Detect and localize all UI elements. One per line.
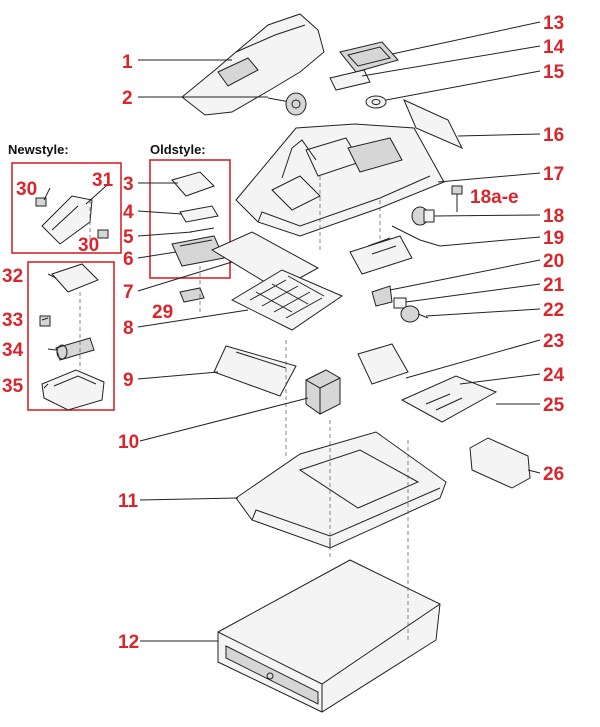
callout-17: 17 bbox=[543, 164, 564, 185]
mode-knob-part bbox=[365, 95, 387, 109]
upper-cabinet-part bbox=[235, 123, 445, 237]
callout-26: 26 bbox=[543, 464, 564, 485]
callout-3: 3 bbox=[123, 174, 134, 195]
mounting-bracket-part bbox=[469, 437, 531, 489]
leader-lines bbox=[41, 21, 541, 642]
callout-21: 21 bbox=[543, 275, 565, 296]
key-lock-part bbox=[411, 206, 435, 226]
callout-30-right: 30 bbox=[78, 235, 99, 256]
callout-12: 12 bbox=[118, 632, 139, 653]
newstyle-arm-part bbox=[51, 263, 99, 293]
callout-10: 10 bbox=[118, 432, 139, 453]
display-window-part bbox=[339, 41, 399, 73]
callout-23: 23 bbox=[543, 331, 564, 352]
printer-mechanism-part bbox=[171, 235, 225, 267]
callout-5: 5 bbox=[123, 227, 134, 248]
printer-arm-part bbox=[171, 171, 215, 197]
printer-cover-part bbox=[181, 13, 325, 116]
small-clip-part bbox=[179, 287, 205, 303]
callout-2: 2 bbox=[122, 88, 133, 109]
newstyle-clip-left-part bbox=[35, 197, 47, 207]
display-board-part bbox=[349, 225, 441, 275]
callout-11: 11 bbox=[118, 491, 139, 512]
printer-bracket-part bbox=[179, 205, 219, 223]
callout-16: 16 bbox=[543, 125, 564, 146]
newstyle-frame bbox=[11, 162, 122, 254]
newstyle-printer-frame bbox=[27, 261, 115, 411]
callout-15: 15 bbox=[543, 62, 565, 83]
paper-tray-part bbox=[213, 345, 297, 397]
newstyle-clip-right-part bbox=[97, 229, 109, 239]
cash-drawer-part bbox=[217, 559, 441, 713]
callout-9: 9 bbox=[123, 370, 134, 391]
callout-29: 29 bbox=[152, 302, 173, 323]
callout-7: 7 bbox=[123, 282, 134, 303]
newstyle-bracket-part bbox=[41, 195, 93, 245]
base-cabinet-part bbox=[235, 431, 447, 549]
rear-panel-part bbox=[403, 99, 464, 150]
newstyle-platen-part bbox=[55, 337, 95, 361]
callout-18a-e: 18a-e bbox=[470, 187, 519, 208]
printer-spring-part bbox=[189, 227, 215, 233]
assembly-lines bbox=[79, 176, 409, 640]
motor-part bbox=[400, 305, 429, 323]
main-board-part bbox=[400, 375, 498, 423]
callout-31: 31 bbox=[92, 170, 114, 191]
callout-20: 20 bbox=[543, 251, 564, 272]
transformer-part bbox=[305, 369, 341, 415]
sensor-part bbox=[371, 285, 393, 307]
callout-6: 6 bbox=[123, 249, 134, 270]
callout-32: 32 bbox=[2, 266, 23, 287]
callout-1: 1 bbox=[122, 52, 133, 73]
callout-8: 8 bbox=[123, 318, 134, 339]
callout-33: 33 bbox=[2, 310, 23, 331]
key-part bbox=[451, 185, 463, 212]
callout-19: 19 bbox=[543, 228, 564, 249]
display-bezel-part bbox=[329, 69, 371, 91]
callout-18: 18 bbox=[543, 206, 564, 227]
callout-24: 24 bbox=[543, 365, 565, 386]
callout-4: 4 bbox=[123, 202, 134, 223]
callout-14: 14 bbox=[543, 37, 565, 58]
paper-spindle-part bbox=[267, 92, 307, 116]
newstyle-spring-part bbox=[39, 315, 51, 327]
callout-34: 34 bbox=[2, 340, 24, 361]
callout-35: 35 bbox=[2, 376, 24, 397]
keyboard-part bbox=[230, 269, 344, 331]
connector-part bbox=[393, 297, 407, 309]
oldstyle-frame bbox=[149, 159, 231, 279]
interface-board-part bbox=[357, 343, 409, 385]
newstyle-mechanism-part bbox=[41, 369, 105, 411]
callout-13: 13 bbox=[543, 13, 564, 34]
callout-22: 22 bbox=[543, 300, 564, 321]
callout-30-left: 30 bbox=[16, 179, 37, 200]
newstyle-header: Newstyle: bbox=[8, 142, 69, 157]
oldstyle-header: Oldstyle: bbox=[150, 142, 206, 157]
callout-25: 25 bbox=[543, 395, 565, 416]
